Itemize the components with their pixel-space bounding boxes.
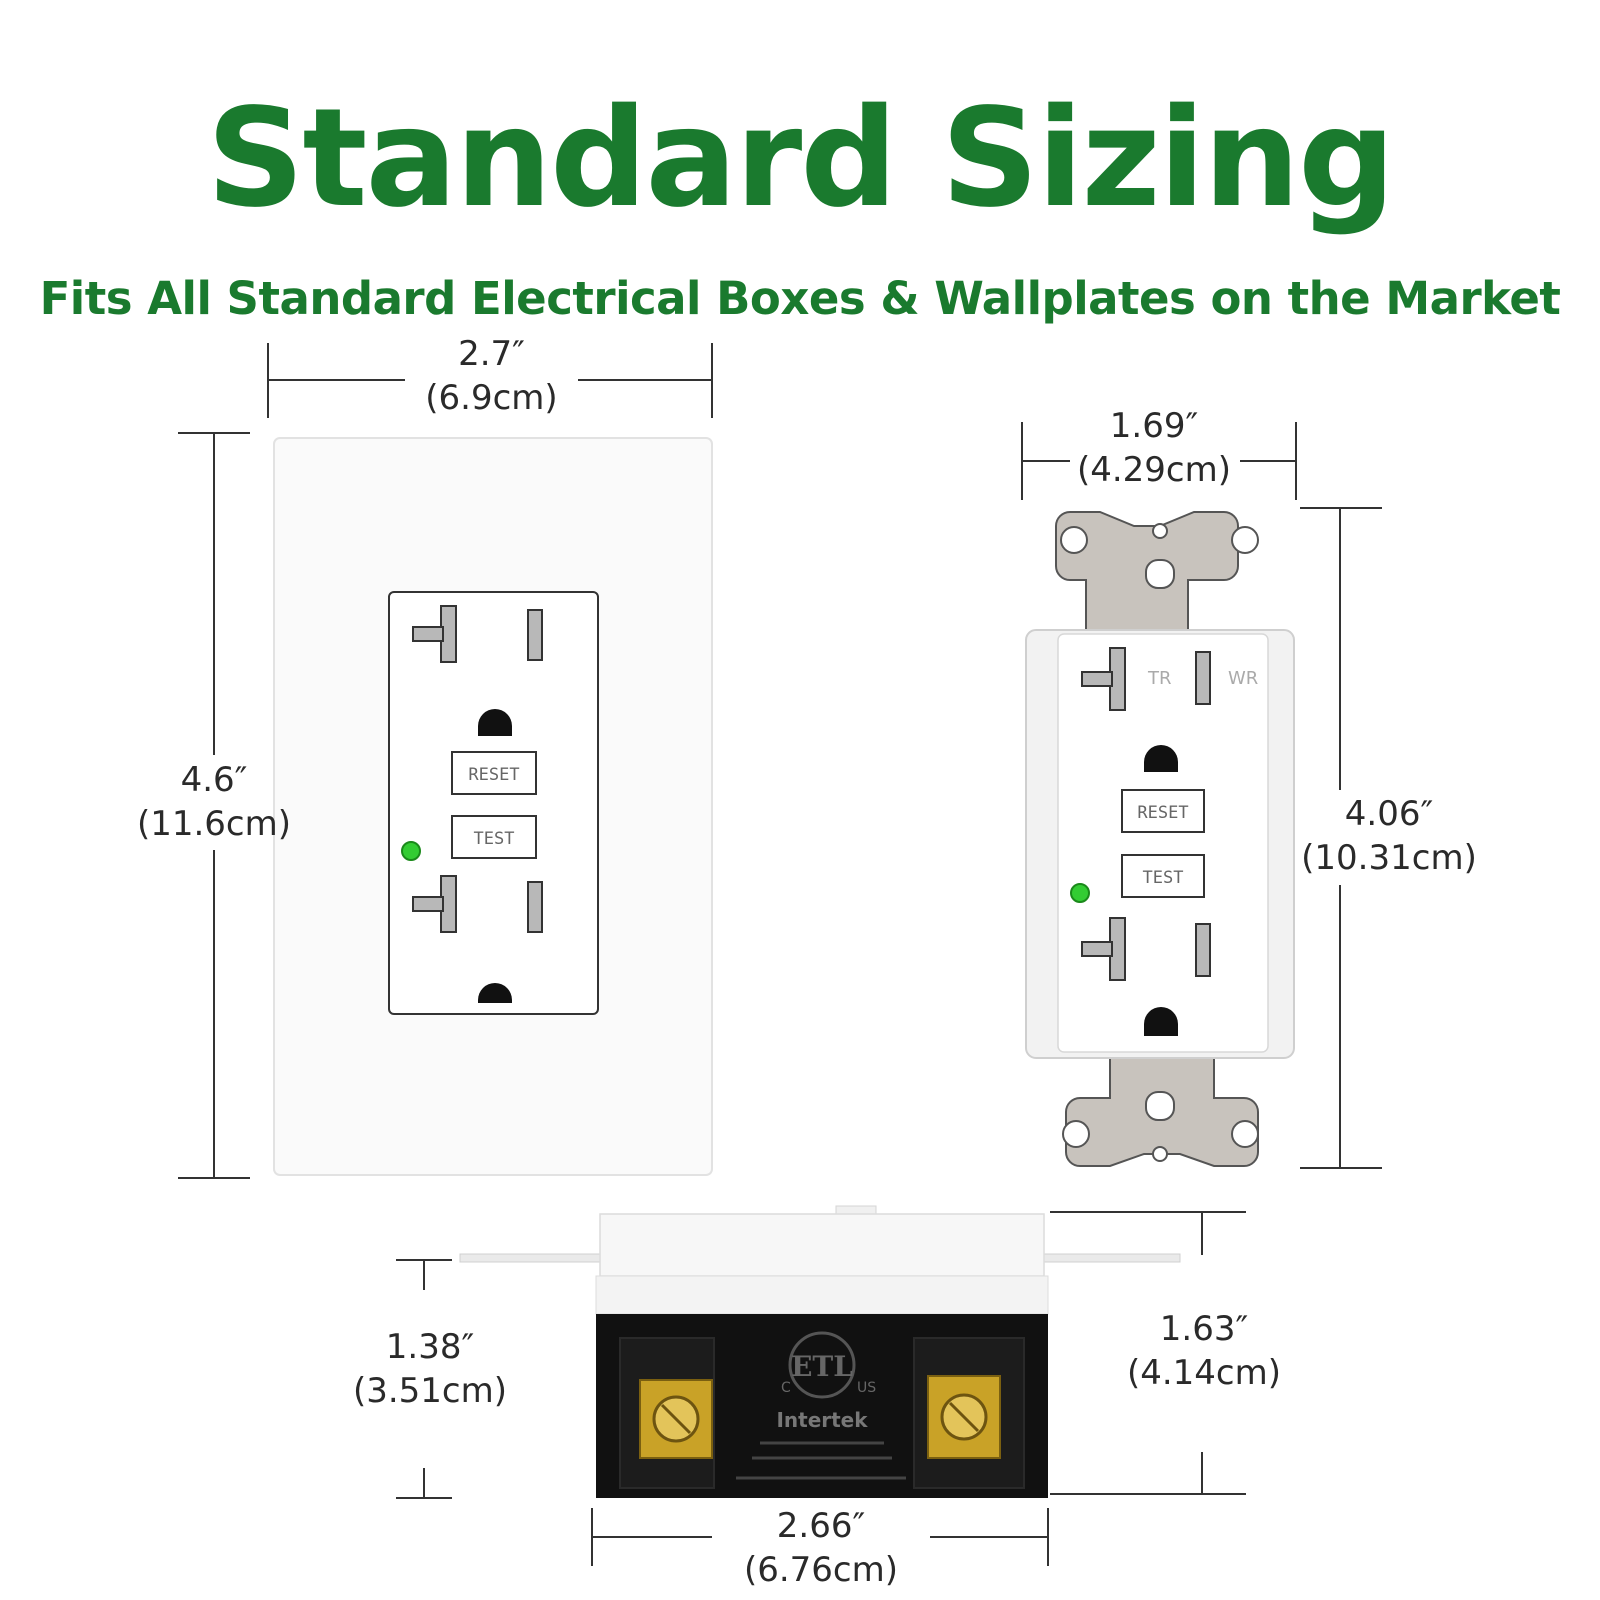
receptacle-height-cm: (10.31cm) [1301, 838, 1477, 878]
receptacle-reset-button[interactable] [1121, 789, 1205, 833]
side-tab-right [1039, 1253, 1181, 1263]
side-depth-body-in: 1.38″ [385, 1327, 475, 1367]
receptacle-width-cm: (4.29cm) [1076, 450, 1232, 490]
side-faceplate [599, 1213, 1045, 1277]
reset-button-label: RESET [468, 765, 519, 785]
test-button[interactable] [451, 815, 537, 859]
receptacle-side-view: ETL C US Intertek [459, 1205, 1181, 1498]
side-tab-left [459, 1253, 601, 1263]
cert-c: C [781, 1380, 791, 1396]
receptacle-test-label: TEST [1143, 868, 1184, 888]
receptacle-height-in: 4.06″ [1344, 794, 1434, 834]
test-button-label: TEST [474, 829, 515, 849]
receptacle-width-in: 1.69″ [1109, 406, 1199, 446]
wallplate-height-cm: (11.6cm) [136, 804, 292, 844]
wallplate: RESET TEST [273, 437, 713, 1176]
receptacle-test-button[interactable] [1121, 854, 1205, 898]
wallplate-width-label: 2.7″ (6.9cm) [405, 332, 578, 420]
receptacle-indicator-light [1070, 883, 1090, 903]
side-depth-total-in: 1.63″ [1159, 1309, 1249, 1349]
indicator-light [401, 841, 421, 861]
page-title: Standard Sizing [206, 80, 1396, 238]
brand-label: Intertek [776, 1408, 868, 1432]
wallplate-height-in: 4.6″ [180, 760, 248, 800]
wallplate-width-in: 2.7″ [458, 334, 525, 374]
wallplate-width-cm: (6.9cm) [425, 378, 558, 418]
side-depth-total-label: 1.63″ (4.14cm) [1104, 1307, 1304, 1395]
receptacle-reset-label: RESET [1137, 803, 1188, 823]
etl-mark-text: ETL [791, 1350, 853, 1383]
outlet-face-bottom [412, 875, 543, 1003]
tr-label: TR [1147, 668, 1172, 689]
reset-button[interactable] [451, 751, 537, 795]
wallplate-height-label: 4.6″ (11.6cm) [106, 758, 322, 846]
receptacle-width-label: 1.69″ (4.29cm) [1068, 404, 1240, 492]
page-subtitle: Fits All Standard Electrical Boxes & Wal… [39, 272, 1561, 325]
receptacle-front: TR WR RESET TEST [1025, 511, 1295, 1167]
side-depth-total-cm: (4.14cm) [1126, 1353, 1282, 1393]
outlet-face-top [412, 605, 543, 736]
side-depth-body-label: 1.38″ (3.51cm) [330, 1325, 530, 1413]
receptacle-height-label: 4.06″ (10.31cm) [1284, 792, 1494, 880]
dimension-lines [178, 343, 1382, 1566]
wr-label: WR [1228, 668, 1258, 689]
side-depth-body-cm: (3.51cm) [352, 1371, 508, 1411]
cert-us: US [857, 1380, 876, 1396]
side-width-cm: (6.76cm) [743, 1550, 899, 1590]
etl-mark [788, 1331, 856, 1399]
side-width-label: 2.66″ (6.76cm) [712, 1504, 930, 1592]
side-width-in: 2.66″ [776, 1506, 866, 1546]
